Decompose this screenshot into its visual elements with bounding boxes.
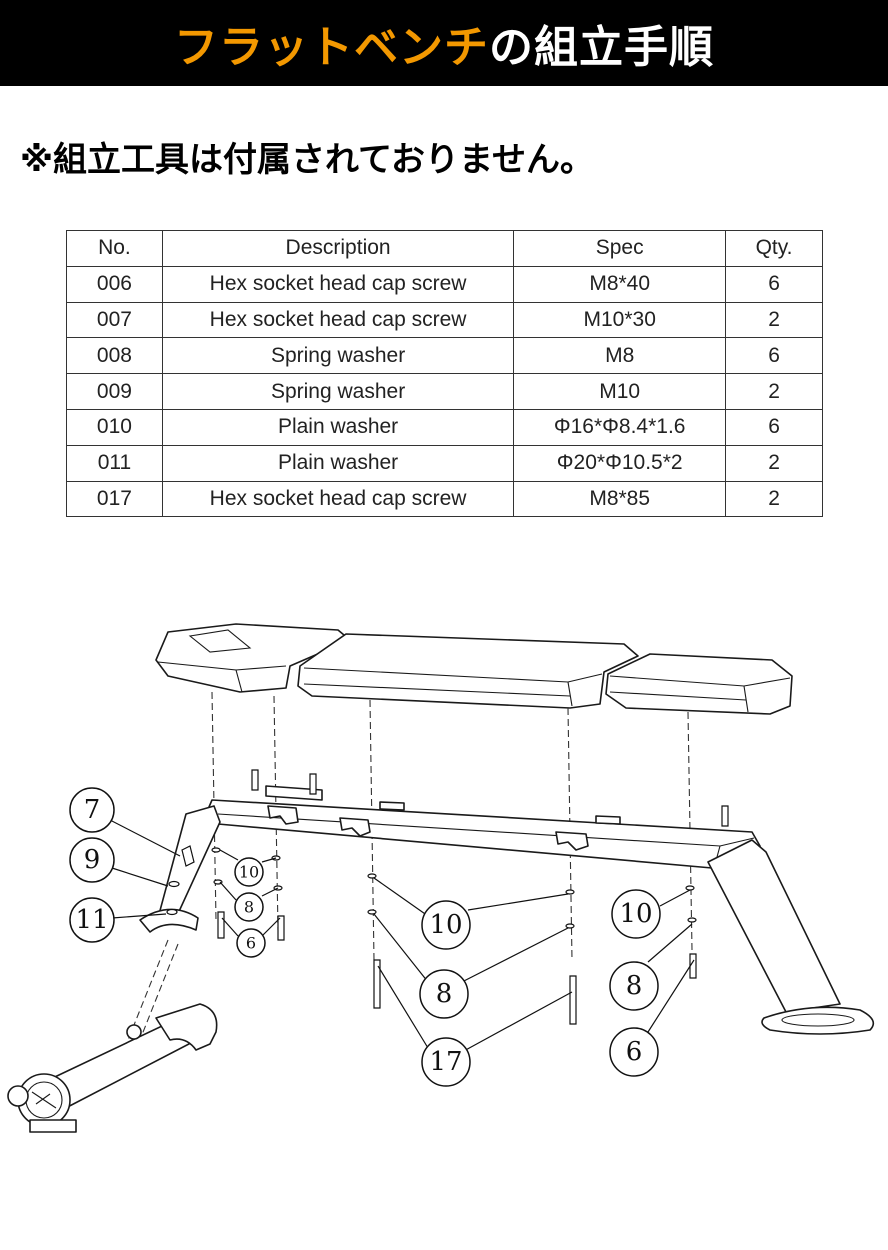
callout-label: 8	[244, 898, 254, 917]
callout-label: 8	[626, 971, 643, 1001]
table-row: 009 Spring washer M10 2	[66, 373, 823, 410]
cell-no: 010	[66, 408, 163, 446]
cell-description: Hex socket head cap screw	[161, 301, 515, 339]
table-row: 006 Hex socket head cap screw M8*40 6	[66, 265, 823, 303]
cell-spec: Φ16*Φ8.4*1.6	[513, 408, 727, 446]
rear-stabilizer	[7, 1003, 218, 1133]
seat-pad-front	[605, 653, 793, 715]
table-row: 010 Plain washer Φ16*Φ8.4*1.6 6	[66, 408, 823, 446]
cell-description: Plain washer	[161, 408, 515, 446]
callout-label: 10	[239, 863, 259, 882]
callout-label: 6	[246, 934, 256, 953]
cell-qty: 6	[725, 337, 823, 375]
cell-description: Hex socket head cap screw	[161, 265, 515, 303]
header-spec: Spec	[513, 230, 727, 267]
callout-label: 10	[619, 899, 652, 929]
main-frame	[139, 769, 875, 1035]
callout-label: 17	[429, 1047, 462, 1077]
header-qty: Qty.	[725, 230, 823, 267]
seat-pad-middle	[297, 633, 639, 709]
cell-description: Hex socket head cap screw	[161, 480, 515, 518]
bench-exploded-diagram: 7 9 11 10 8 6 10 8 17 10 8 6	[7, 623, 875, 1133]
cell-qty: 6	[725, 408, 823, 446]
cell-no: 006	[66, 265, 163, 303]
table-row: 007 Hex socket head cap screw M10*30 2	[66, 301, 823, 339]
header-description: Description	[161, 230, 515, 267]
cell-qty: 2	[725, 373, 823, 410]
table-header-row: No. Description Spec Qty.	[66, 230, 823, 267]
cell-description: Spring washer	[161, 337, 515, 375]
callouts: 7 9 11 10 8 6 10 8 17 10 8 6	[69, 787, 661, 1087]
header-no: No.	[66, 230, 163, 267]
table-row: 008 Spring washer M8 6	[66, 337, 823, 375]
cell-spec: M10*30	[513, 301, 727, 339]
callout-label: 7	[84, 795, 101, 825]
callout-label: 11	[75, 905, 108, 935]
cell-spec: Φ20*Φ10.5*2	[513, 444, 727, 482]
cell-spec: M8	[513, 337, 727, 375]
cell-spec: M10	[513, 373, 727, 410]
callout-label: 9	[84, 845, 101, 875]
hardware-set	[166, 845, 697, 1025]
cell-description: Spring washer	[161, 373, 515, 410]
parts-table: No. Description Spec Qty. 006 Hex socket…	[66, 230, 823, 518]
title-rest: の組立手順	[489, 22, 714, 73]
seat-pad-back	[155, 623, 351, 693]
leader-lines	[109, 819, 695, 1053]
cell-qty: 2	[725, 444, 823, 482]
title-accent: フラットベンチ	[174, 22, 489, 73]
cell-description: Plain washer	[161, 444, 515, 482]
cell-qty: 2	[725, 301, 823, 339]
cell-no: 007	[66, 301, 163, 339]
cell-spec: M8*40	[513, 265, 727, 303]
table-row: 017 Hex socket head cap screw M8*85 2	[66, 480, 823, 518]
callout-label: 10	[429, 910, 462, 940]
title-banner: フラットベンチの組立手順	[0, 0, 888, 86]
cell-spec: M8*85	[513, 480, 727, 518]
cell-qty: 2	[725, 480, 823, 518]
tools-notice: ※組立工具は付属されておりません。	[20, 140, 594, 180]
cell-no: 017	[66, 480, 163, 518]
callout-label: 6	[626, 1037, 643, 1067]
cell-no: 011	[66, 444, 163, 482]
page-title: フラットベンチの組立手順	[174, 11, 714, 75]
cell-qty: 6	[725, 265, 823, 303]
cell-no: 008	[66, 337, 163, 375]
table-row: 011 Plain washer Φ20*Φ10.5*2 2	[66, 444, 823, 482]
callout-label: 8	[436, 979, 453, 1009]
cell-no: 009	[66, 373, 163, 410]
